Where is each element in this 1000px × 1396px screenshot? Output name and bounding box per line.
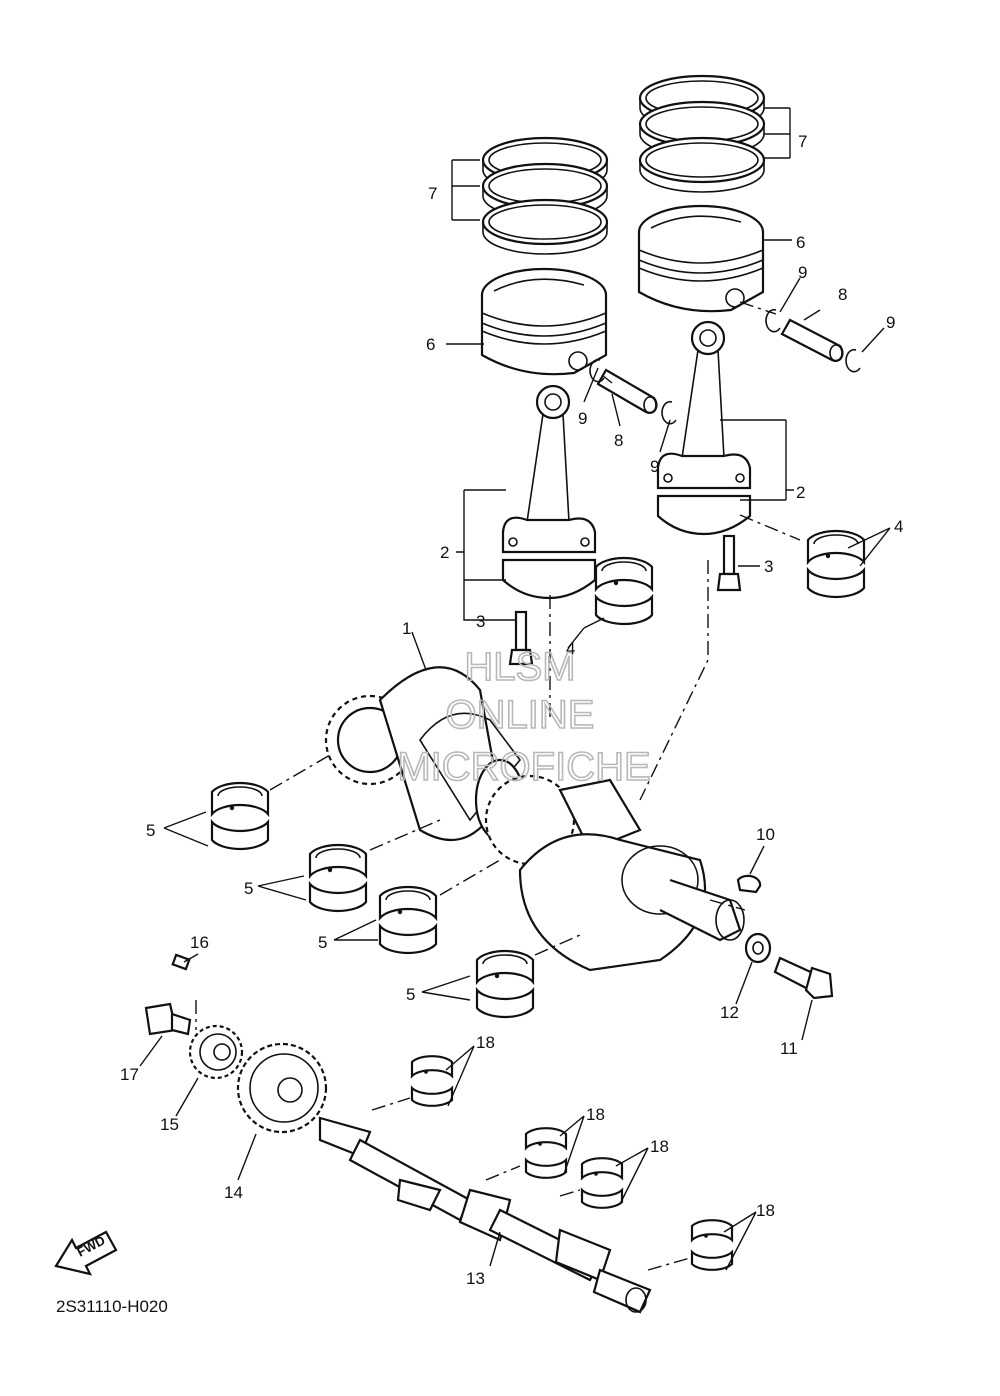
circlip-right-inner <box>765 308 781 333</box>
piston-rings-right <box>638 74 766 194</box>
callout-18-d: 18 <box>756 1201 775 1220</box>
callout-17: 17 <box>120 1065 139 1084</box>
piston-rings-left <box>481 136 609 256</box>
callout-8-left: 8 <box>614 431 623 450</box>
callout-11: 11 <box>780 1039 798 1058</box>
crank-bolt <box>773 956 834 1000</box>
callout-5-c: 5 <box>318 933 327 952</box>
balancer-bolt <box>144 1002 192 1036</box>
callout-8-right: 8 <box>838 285 847 304</box>
callout-4-right: 4 <box>894 517 903 536</box>
leader-lines <box>139 107 891 1271</box>
circlip-right-outer <box>845 348 861 373</box>
callout-16: 16 <box>190 933 209 952</box>
callout-7-left: 7 <box>428 184 437 203</box>
circlip-left-inner <box>589 358 605 383</box>
watermark-line-2: ONLINE <box>446 693 595 737</box>
callout-18-b: 18 <box>586 1105 605 1124</box>
dowel-pin <box>171 953 191 971</box>
balancer-bearing-4 <box>690 1219 734 1271</box>
callout-9-left-outer: 9 <box>650 457 659 476</box>
callout-5-a: 5 <box>146 821 155 840</box>
callout-6-right: 6 <box>796 233 805 252</box>
balancer-drive-gear <box>188 1024 244 1080</box>
conrod-bearing-left <box>594 556 654 626</box>
callout-2-right: 2 <box>796 483 805 502</box>
watermark-line-3: MICROFICHE <box>397 745 650 789</box>
connecting-rod-right <box>656 320 752 536</box>
main-bearing-3 <box>378 885 438 955</box>
callout-4-left: 4 <box>566 639 575 658</box>
circlip-left-outer <box>661 400 677 425</box>
callout-9-right-inner: 9 <box>798 263 807 282</box>
watermark-line-1: HLSM <box>464 645 575 689</box>
callout-2-left: 2 <box>440 543 449 562</box>
fwd-arrow-icon: FWD <box>54 1230 118 1276</box>
callout-12: 12 <box>720 1003 739 1022</box>
callout-7-right: 7 <box>798 132 807 151</box>
conrod-bolt-left <box>508 610 534 666</box>
callout-9-right-outer: 9 <box>886 313 895 332</box>
callout-9-left-inner: 9 <box>578 409 587 428</box>
piston-left <box>480 267 608 376</box>
main-bearing-2 <box>308 843 368 913</box>
callout-6-left: 6 <box>426 335 435 354</box>
main-bearing-4 <box>475 949 535 1019</box>
callout-18-c: 18 <box>650 1137 669 1156</box>
watermark: HLSM ONLINE MICROFICHE <box>397 644 652 790</box>
callout-18-a: 18 <box>476 1033 495 1052</box>
callout-3-right: 3 <box>764 557 773 576</box>
crankshaft <box>324 666 746 972</box>
balancer-driven-gear <box>236 1042 328 1134</box>
conrod-bolt-right <box>716 534 742 592</box>
balancer-bearing-1 <box>410 1055 454 1107</box>
callouts: 7 7 6 6 9 9 9 9 8 8 2 2 3 3 4 4 1 5 5 5 … <box>120 132 903 1288</box>
callout-5-d: 5 <box>406 985 415 1004</box>
callout-3-left: 3 <box>476 612 485 631</box>
callout-14: 14 <box>224 1183 243 1202</box>
piston-pin-right <box>780 318 844 362</box>
piston-pin-left <box>596 368 658 414</box>
callout-13: 13 <box>466 1269 485 1288</box>
callout-15: 15 <box>160 1115 179 1134</box>
woodruff-key <box>736 874 762 894</box>
callout-5-b: 5 <box>244 879 253 898</box>
piston-right <box>637 204 765 313</box>
diagram-code: 2S31110-H020 <box>56 1297 168 1316</box>
callout-10: 10 <box>756 825 775 844</box>
main-bearing-1 <box>210 781 270 851</box>
conrod-bearing-right <box>806 529 866 599</box>
balancer-shaft <box>318 1116 652 1314</box>
callout-1: 1 <box>402 619 411 638</box>
plain-washer <box>744 932 772 964</box>
